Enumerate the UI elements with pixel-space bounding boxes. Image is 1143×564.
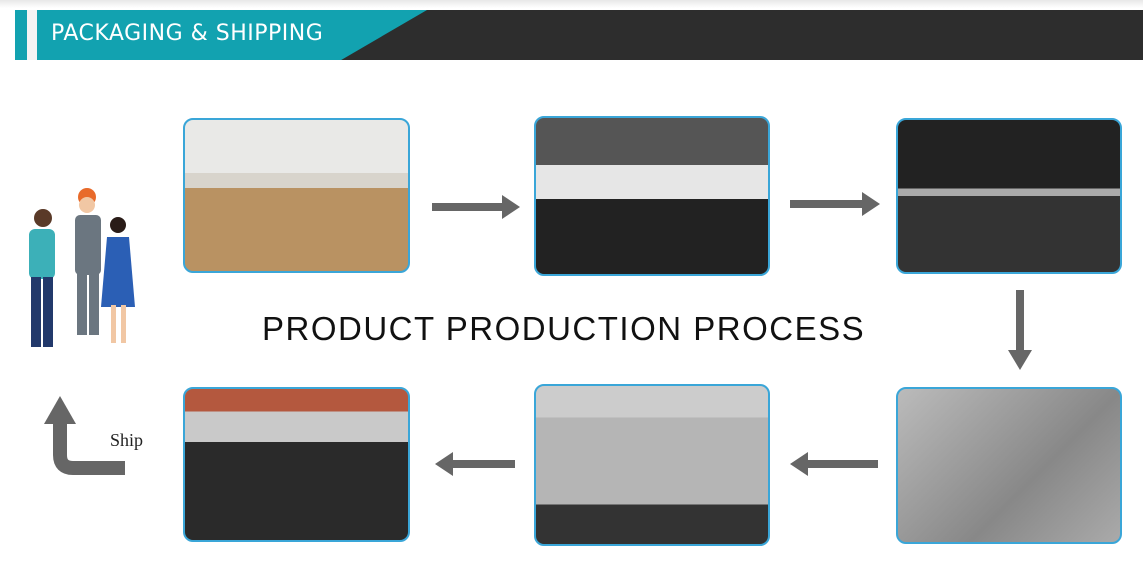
top-border (0, 0, 1143, 8)
ship-label: Ship (110, 430, 144, 450)
step-photo-case-lid-closed (896, 118, 1122, 274)
section-title: PACKAGING & SHIPPING (51, 21, 324, 46)
process-title: PRODUCT PRODUCTION PROCESS (262, 310, 866, 347)
ship-return-arrow-icon (44, 396, 125, 475)
arrow-down-icon (1016, 290, 1024, 352)
arrow-right-icon (790, 192, 880, 216)
arrow-down-icon-head (1008, 350, 1032, 370)
accent-bar (15, 10, 27, 60)
step-photo-case-with-foam-cover (534, 116, 770, 276)
step-photo-carton-packing (183, 118, 410, 273)
arrow-right-icon (432, 195, 520, 219)
step-photo-open-case (534, 384, 770, 546)
accent-gap (27, 10, 37, 60)
section-header: PACKAGING & SHIPPING (15, 10, 1143, 60)
step-photo-foam-insert (896, 387, 1122, 544)
step-photo-palletized-shipment (183, 387, 410, 542)
arrow-left-icon (790, 452, 878, 476)
arrow-left-icon (435, 452, 515, 476)
people-illustration (29, 188, 135, 347)
